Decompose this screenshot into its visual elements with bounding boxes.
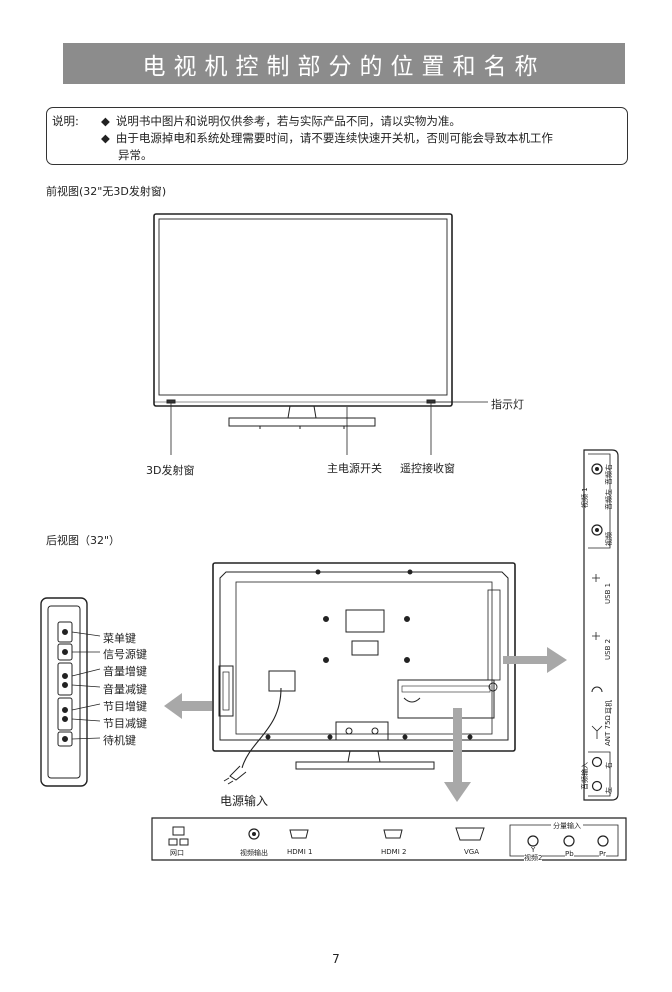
pb-label: Pb [565, 850, 574, 858]
note-box: 说明: ◆说明书中图片和说明仅供参考，若与实际产品不同，请以实物为准。 ◆由于电… [46, 107, 628, 165]
headphone-label: 耳机 [605, 700, 613, 714]
remote-receiver-label: 遥控接收窗 [400, 462, 455, 475]
3d-window-label: 3D发射窗 [146, 464, 195, 477]
left-label: 左 [605, 787, 613, 794]
audio-in-label: 音频输入 [581, 762, 589, 790]
video2-label: 视频2 [524, 853, 543, 863]
key-label: 音量减键 [103, 683, 147, 696]
side-key-panel-illustration [40, 597, 101, 787]
key-label: 节目减键 [103, 717, 147, 730]
note-item: ◆由于电源掉电和系统处理需要时间，请不要连续快速开关机，否则可能会导致本机工作 [101, 131, 553, 145]
ant-label: ANT 75Ω [604, 715, 612, 746]
key-label: 节目增键 [103, 700, 147, 713]
key-label: 信号源键 [103, 648, 147, 661]
front-view-heading: 前视图(32"无3D发射窗) [46, 185, 167, 198]
video-label: 视频 [605, 532, 613, 546]
video-out-label: 视频输出 [240, 849, 268, 857]
y-label: Y [531, 846, 536, 854]
direction-arrows [164, 647, 567, 802]
right-label: 右 [605, 762, 613, 769]
front-tv-illustration [153, 213, 488, 455]
note-label: 说明: [52, 114, 79, 128]
indicator-label: 指示灯 [491, 398, 524, 411]
video1-label: 视频 1 [581, 487, 589, 508]
pr-label: Pr [599, 850, 606, 858]
rear-view-heading: 后视图（32"） [46, 534, 121, 547]
key-label: 音量增键 [103, 665, 147, 678]
lan-label: 网口 [170, 849, 184, 857]
page-number: 7 [332, 952, 340, 966]
page-title: 电视机控制部分的位置和名称 [63, 43, 625, 84]
key-label: 菜单键 [103, 632, 136, 645]
note-item: ◆说明书中图片和说明仅供参考，若与实际产品不同，请以实物为准。 [101, 114, 461, 128]
hdmi1-label: HDMI 1 [287, 848, 313, 856]
audio-r-label: 音频右 [605, 464, 613, 485]
power-switch-label: 主电源开关 [327, 462, 382, 475]
usb1-label: USB 1 [604, 582, 612, 604]
power-input-label: 电源输入 [220, 794, 269, 808]
rear-tv-illustration [212, 562, 516, 785]
audio-l-label: 音频左 [605, 489, 613, 510]
hdmi2-label: HDMI 2 [381, 848, 407, 856]
note-item: 异常。 [118, 148, 153, 162]
key-label: 待机键 [103, 734, 136, 747]
vga-label: VGA [464, 848, 480, 856]
component-label: 分量输入 [551, 821, 583, 831]
usb2-label: USB 2 [604, 638, 612, 660]
right-side-panel-illustration [583, 449, 619, 801]
